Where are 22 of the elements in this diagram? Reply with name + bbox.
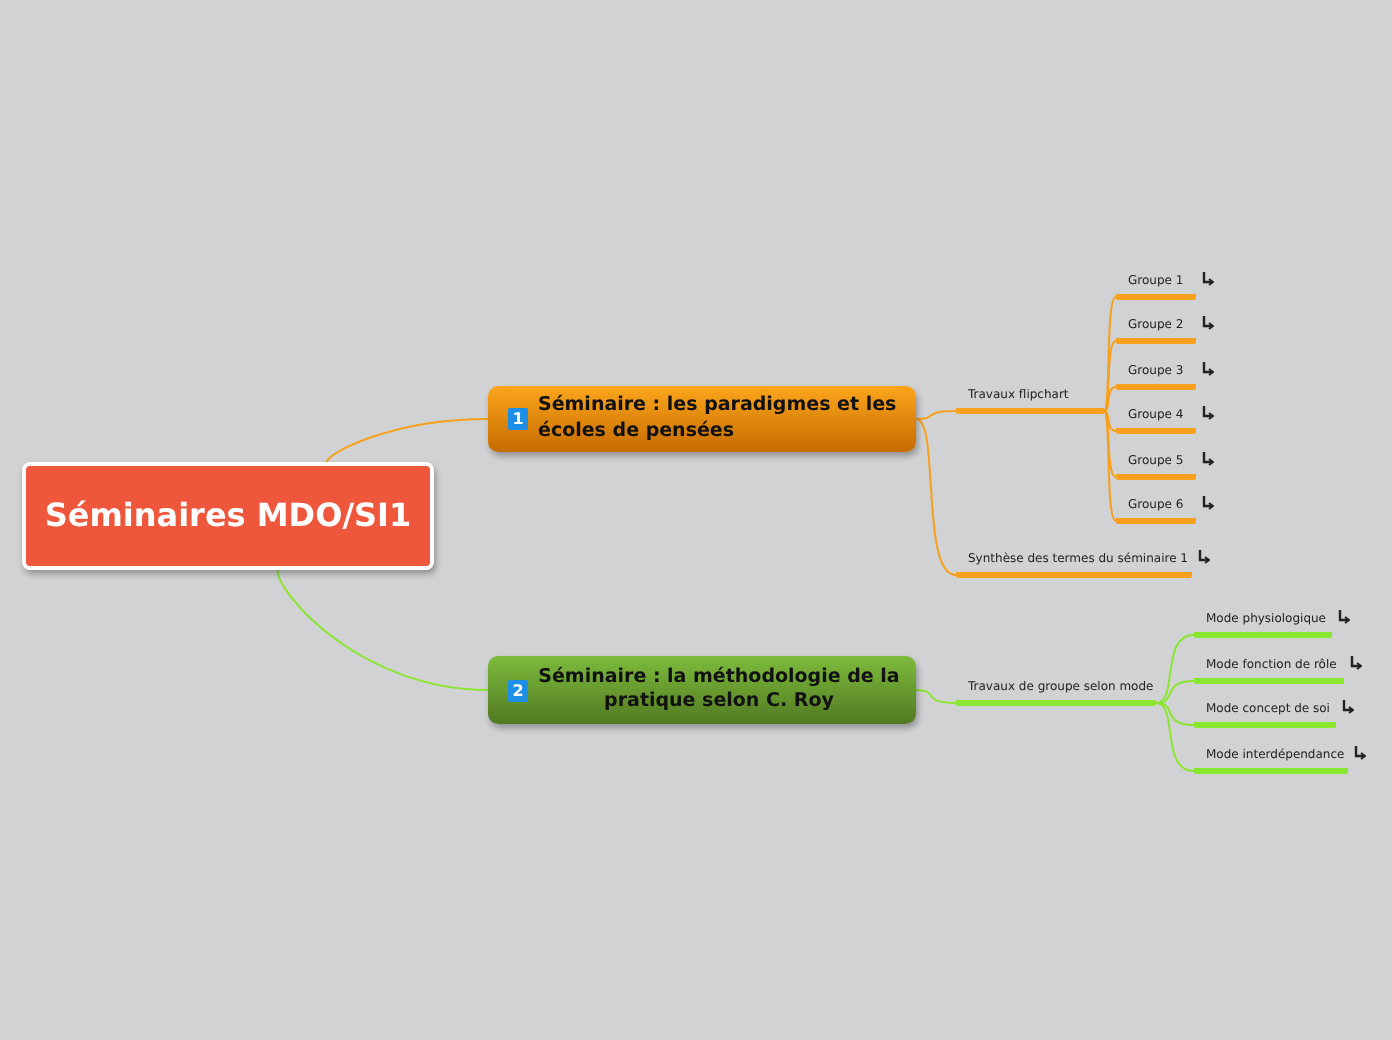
branch-line xyxy=(1103,410,1117,432)
branch-line xyxy=(915,689,957,704)
branch-line xyxy=(1103,296,1117,412)
branch-line xyxy=(276,569,489,691)
topic-title: Séminaire : les paradigmes et les écoles de pensées xyxy=(538,394,899,444)
branch-line xyxy=(1103,410,1117,522)
branch-line xyxy=(325,418,489,463)
branch-line xyxy=(1103,386,1117,412)
branch-line xyxy=(1103,410,1117,478)
central-topic: Séminaires MDO/SI1 xyxy=(22,462,434,570)
topic-title: Séminaire : la méthodologie de la pratique selon C. Roy xyxy=(538,665,900,715)
branch-line xyxy=(1155,680,1195,704)
main-topic xyxy=(488,386,916,452)
branch-line xyxy=(1155,702,1195,726)
main-topic xyxy=(488,656,916,724)
branch-line xyxy=(1155,702,1195,772)
number-badge: 2 xyxy=(508,679,528,701)
branch-line xyxy=(1155,634,1195,704)
branch-line xyxy=(1103,340,1117,412)
branch-line xyxy=(915,410,957,420)
number-badge: 1 xyxy=(508,408,528,430)
branch-line xyxy=(915,418,957,576)
